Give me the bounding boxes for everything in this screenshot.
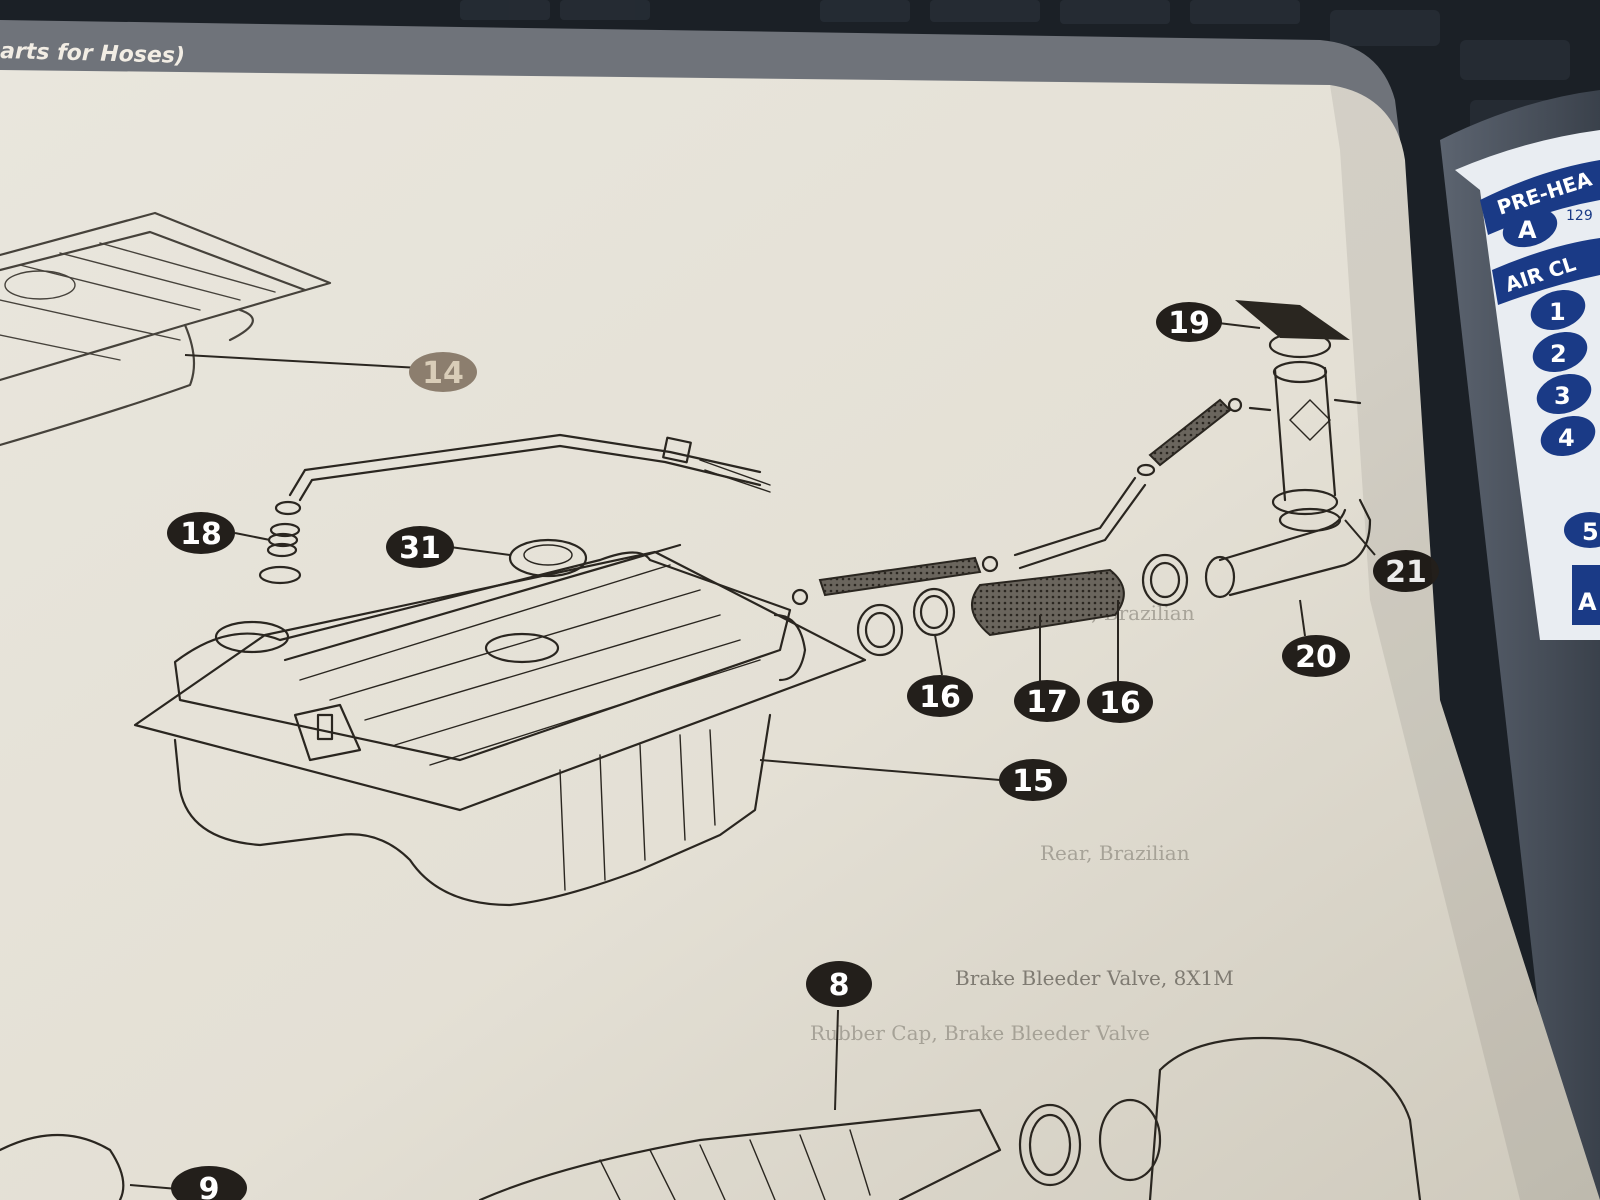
air-cleaner-drawing bbox=[0, 1036, 1422, 1200]
callout-16-right: 16 bbox=[1087, 681, 1153, 723]
callout-8: 8 bbox=[806, 961, 872, 1007]
callout-18: 18 bbox=[167, 512, 235, 554]
vent-line-drawing bbox=[288, 433, 771, 502]
hose-assembly-drawing bbox=[791, 397, 1243, 657]
svg-text:9: 9 bbox=[199, 1172, 220, 1200]
filler-neck-drawing bbox=[1204, 300, 1372, 599]
leader-lines bbox=[129, 321, 1376, 1191]
svg-text:15: 15 bbox=[1012, 764, 1054, 799]
side-tab-item-3: 3 bbox=[1536, 373, 1592, 415]
spring-clamp-drawing bbox=[258, 500, 302, 585]
side-tab-preheat-badge: A bbox=[1518, 216, 1537, 244]
fuel-tank-drawing bbox=[133, 538, 867, 907]
callout-16-left: 16 bbox=[907, 675, 973, 717]
callout-15: 15 bbox=[999, 759, 1067, 801]
side-tab-item-5: 5 bbox=[1564, 512, 1600, 548]
svg-text:2: 2 bbox=[1550, 340, 1567, 368]
callout-17: 17 bbox=[1014, 680, 1080, 722]
callout-31: 31 bbox=[386, 526, 454, 568]
svg-text:16: 16 bbox=[919, 680, 961, 715]
svg-text:21: 21 bbox=[1385, 555, 1427, 590]
page-header-title: arts for Hoses) bbox=[0, 39, 185, 69]
book-page bbox=[0, 70, 1600, 1200]
svg-text:20: 20 bbox=[1295, 640, 1337, 675]
svg-text:18: 18 bbox=[180, 517, 222, 552]
side-tab-preheat-text: 129 bbox=[1566, 208, 1593, 224]
svg-text:8: 8 bbox=[829, 968, 850, 1003]
callout-20: 20 bbox=[1282, 635, 1350, 677]
svg-text:14: 14 bbox=[422, 356, 464, 391]
fuel-tank-upper-drawing bbox=[0, 211, 332, 447]
table-text-line-4: Rubber Cap, Brake Bleeder Valve bbox=[810, 1021, 1150, 1045]
callout-9: 9 bbox=[171, 1166, 247, 1200]
table-text-line-3: Brake Bleeder Valve, 8X1M bbox=[955, 966, 1234, 990]
callout-21: 21 bbox=[1373, 550, 1439, 592]
svg-text:16: 16 bbox=[1099, 686, 1141, 721]
svg-text:17: 17 bbox=[1026, 685, 1068, 720]
svg-text:4: 4 bbox=[1558, 424, 1575, 452]
callout-19: 19 bbox=[1156, 302, 1222, 342]
side-tab-lower-label: A bbox=[1578, 588, 1597, 616]
svg-text:19: 19 bbox=[1168, 306, 1210, 341]
svg-text:31: 31 bbox=[399, 531, 441, 566]
side-tab-item-4: 4 bbox=[1540, 415, 1596, 457]
callout-14: 14 bbox=[409, 352, 477, 392]
svg-text:5: 5 bbox=[1582, 518, 1599, 546]
svg-text:1: 1 bbox=[1549, 298, 1566, 326]
side-tab-item-2: 2 bbox=[1532, 331, 1588, 373]
side-tab-item-1: 1 bbox=[1530, 289, 1586, 331]
svg-text:3: 3 bbox=[1554, 382, 1571, 410]
table-text-line-2: Rear, Brazilian bbox=[1040, 841, 1190, 865]
